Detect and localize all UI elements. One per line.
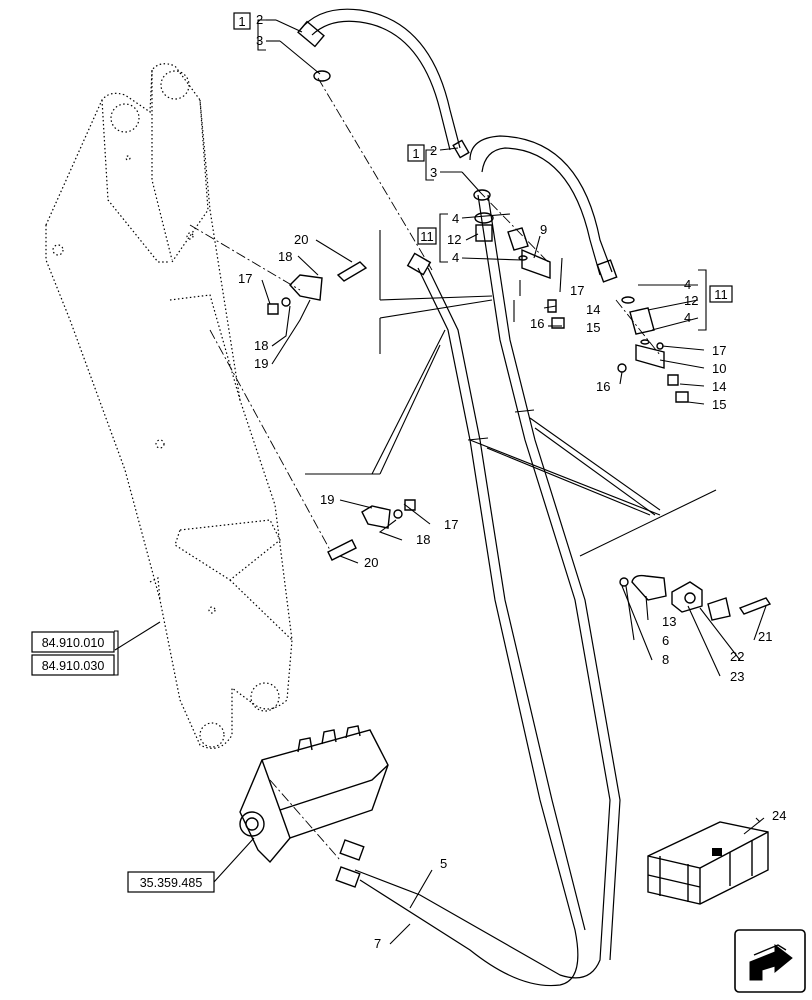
callout-15a: 15	[586, 320, 600, 335]
callout-4c: 4	[684, 277, 691, 292]
callout-7: 7	[374, 936, 381, 951]
callout-4a: 4	[452, 211, 459, 226]
callout-23: 23	[730, 669, 744, 684]
callout-2a: 2	[256, 12, 263, 27]
boom-arm	[45, 63, 293, 749]
callout-4d: 4	[684, 310, 691, 325]
callout-13: 13	[662, 614, 676, 629]
callout-18c: 18	[416, 532, 430, 547]
ref-boom-1: 84.910.010	[42, 636, 105, 650]
callout-5: 5	[440, 856, 447, 871]
fitting-group-upper	[473, 189, 565, 329]
callout-labels: 1 2 3 1 2 3 11 4 12 4 9 17 14 15 16 4 12…	[233, 12, 786, 951]
callout-4b: 4	[452, 250, 459, 265]
callout-16b: 16	[596, 379, 610, 394]
callout-10: 10	[712, 361, 726, 376]
fitting-group-right	[617, 296, 689, 403]
callout-22: 22	[730, 649, 744, 664]
reference-boxes: 84.910.010 84.910.030 35.359.485	[31, 630, 215, 893]
hydraulic-hoses	[297, 8, 621, 987]
next-page-arrow-icon[interactable]	[734, 929, 806, 993]
leader-lines	[114, 19, 767, 945]
callout-3b: 3	[430, 165, 437, 180]
callout-2b: 2	[430, 143, 437, 158]
callout-box-1b: 1	[412, 146, 419, 161]
guide-lines	[305, 230, 717, 557]
callout-8: 8	[662, 652, 669, 667]
callout-18a: 18	[278, 249, 292, 264]
alignment-lines	[189, 77, 661, 861]
callout-12a: 12	[447, 232, 461, 247]
callout-20a: 20	[294, 232, 308, 247]
callout-19b: 19	[320, 492, 334, 507]
ref-valve: 35.359.485	[140, 876, 203, 890]
clamp-group-upper	[267, 261, 368, 315]
control-valve-block	[239, 725, 389, 864]
callout-box-1a: 1	[238, 14, 245, 29]
callout-6: 6	[662, 633, 669, 648]
callout-box-11a: 11	[420, 229, 434, 244]
small-parts-group	[619, 574, 772, 621]
callout-17a: 17	[570, 283, 584, 298]
callout-14a: 14	[586, 302, 600, 317]
parts-crate-icon	[647, 821, 769, 905]
callout-19a: 19	[254, 356, 268, 371]
callout-9: 9	[540, 222, 547, 237]
callout-24: 24	[772, 808, 786, 823]
callout-20b: 20	[364, 555, 378, 570]
callout-17d: 17	[444, 517, 458, 532]
ref-boom-2: 84.910.030	[42, 659, 105, 673]
callout-21: 21	[758, 629, 772, 644]
callout-box-11b: 11	[714, 287, 728, 302]
callout-14b: 14	[712, 379, 726, 394]
callout-17c: 17	[238, 271, 252, 286]
callout-17b: 17	[712, 343, 726, 358]
callout-12b: 12	[684, 293, 698, 308]
callout-18b: 18	[254, 338, 268, 353]
clamp-group-lower	[327, 499, 416, 561]
callout-16a: 16	[530, 316, 544, 331]
callout-3a: 3	[256, 33, 263, 48]
callout-15b: 15	[712, 397, 726, 412]
